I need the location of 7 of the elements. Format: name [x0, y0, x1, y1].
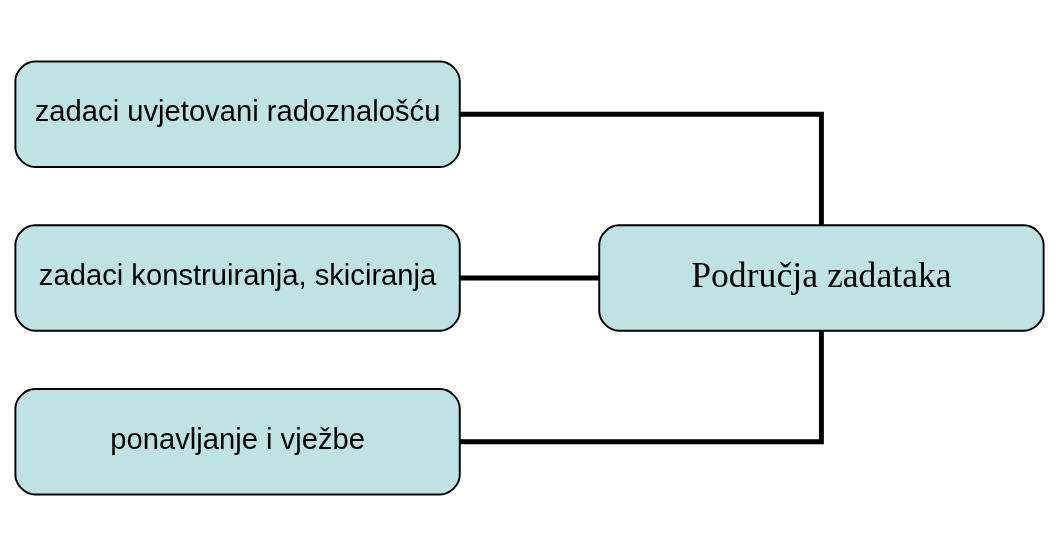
connector	[459, 330, 824, 444]
connector	[459, 111, 824, 225]
node-box: zadaci uvjetovani radoznalošću	[14, 60, 461, 168]
node-box: Područja zadataka	[598, 223, 1045, 332]
connector	[459, 275, 600, 280]
node-box: ponavljanje i vježbe	[14, 387, 461, 495]
node-box: zadaci konstruiranja, skiciranja	[14, 223, 461, 332]
